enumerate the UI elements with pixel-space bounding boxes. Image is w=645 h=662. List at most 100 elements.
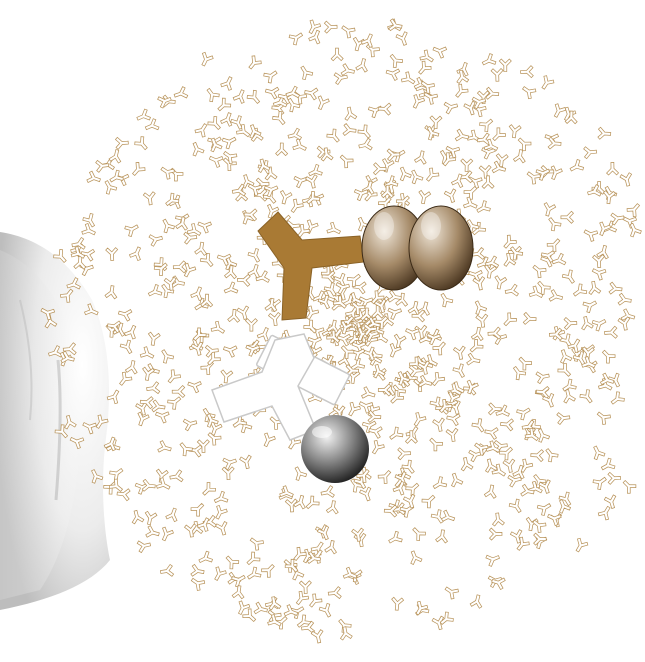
antibody-icon	[530, 448, 545, 463]
antibody-icon	[493, 403, 511, 421]
antibody-icon	[214, 96, 233, 115]
antibody-icon	[263, 84, 280, 100]
antibody-icon	[209, 319, 228, 338]
magnetic-bead-icon	[301, 415, 369, 483]
diplococcus-bacterium-icon	[361, 205, 474, 291]
antibody-icon	[340, 62, 356, 79]
antibody-icon	[267, 311, 283, 327]
antibody-icon	[144, 524, 161, 541]
antibody-icon	[189, 499, 208, 518]
antibody-icon	[547, 136, 562, 151]
antibody-icon	[325, 127, 344, 146]
antibody-icon	[185, 377, 203, 394]
antibody-icon	[156, 439, 173, 456]
antibody-icon	[399, 70, 418, 89]
antibody-icon	[259, 560, 278, 580]
antibody-icon	[603, 325, 618, 340]
antibody-icon	[330, 47, 344, 62]
antibody-icon	[203, 85, 221, 104]
antibody-icon	[386, 51, 405, 70]
antibody-icon	[507, 497, 526, 516]
antibody-icon	[466, 337, 485, 356]
antibody-icon	[395, 292, 410, 307]
antibody-icon	[591, 473, 610, 492]
antibody-icon	[210, 565, 228, 584]
antibody-icon	[319, 484, 336, 500]
antibody-icon	[589, 443, 607, 461]
antibody-icon	[541, 201, 557, 218]
antibody-icon	[500, 311, 519, 330]
antibody-icon	[450, 172, 467, 189]
antibody-icon	[236, 273, 251, 287]
antibody-icon	[244, 54, 263, 73]
antibody-icon	[190, 563, 206, 579]
antibody-icon	[219, 369, 234, 384]
antibody-icon	[172, 85, 189, 102]
antibody-icon	[104, 284, 119, 300]
antibody-icon	[325, 221, 343, 239]
antibody-icon	[287, 28, 306, 47]
antibody-icon	[402, 493, 419, 510]
antibody-icon	[325, 499, 341, 515]
antibody-icon	[336, 151, 355, 170]
antibody-icon	[586, 280, 602, 296]
antibody-icon	[203, 350, 223, 369]
antibody-icon	[422, 166, 441, 185]
lab-coat-person-icon	[0, 232, 110, 610]
antibody-icon	[157, 346, 176, 365]
antibody-icon	[262, 66, 281, 85]
antibody-icon	[549, 102, 568, 120]
antibody-icon	[606, 161, 619, 176]
antibody-icon	[619, 171, 635, 188]
antibody-icon	[158, 163, 176, 181]
antibody-icon	[140, 366, 156, 382]
antibody-icon	[172, 260, 187, 274]
antibody-icon	[291, 137, 309, 155]
antibody-icon	[431, 615, 447, 632]
antibody-icon	[502, 458, 518, 474]
antibody-icon	[85, 170, 103, 187]
antibody-icon	[118, 338, 137, 357]
antibody-icon	[157, 525, 175, 543]
antibody-icon	[287, 197, 305, 216]
antibody-icon	[515, 403, 533, 422]
antibody-icon	[386, 304, 404, 321]
antibody-icon	[323, 539, 340, 555]
antibody-icon	[342, 105, 358, 122]
antibody-icon	[138, 345, 157, 363]
antibody-icon	[158, 216, 176, 235]
antibody-icon	[310, 628, 326, 645]
antibody-icon	[245, 318, 258, 332]
antibody-icon	[304, 173, 321, 190]
antibody-icon	[514, 134, 533, 153]
antibody-icon	[492, 274, 508, 291]
antibody-icon	[221, 132, 239, 151]
antibody-icon	[465, 352, 482, 368]
antibody-icon	[414, 602, 431, 618]
antibody-icon	[556, 347, 573, 365]
antibody-icon	[560, 388, 577, 404]
antibody-icon	[431, 338, 450, 357]
antibody-icon	[430, 475, 449, 493]
antibody-icon	[440, 509, 457, 526]
antibody-icon	[578, 388, 597, 407]
antibody-icon	[182, 416, 199, 432]
antibody-icon	[214, 520, 231, 537]
antibody-icon	[390, 596, 405, 612]
secondary-antibody-icon	[211, 333, 350, 441]
antibody-icon	[116, 306, 133, 322]
antibody-icon	[560, 268, 579, 287]
antibody-icon	[123, 323, 141, 341]
antibody-icon	[136, 538, 153, 554]
antibody-icon	[607, 471, 622, 485]
antibody-icon	[469, 593, 485, 610]
antibody-icon	[520, 65, 534, 79]
antibody-icon	[128, 244, 146, 262]
antibody-icon	[470, 326, 486, 342]
antibody-icon	[571, 536, 590, 555]
antibody-icon	[243, 550, 262, 569]
antibody-icon	[451, 82, 470, 101]
antibody-icon	[519, 483, 536, 499]
